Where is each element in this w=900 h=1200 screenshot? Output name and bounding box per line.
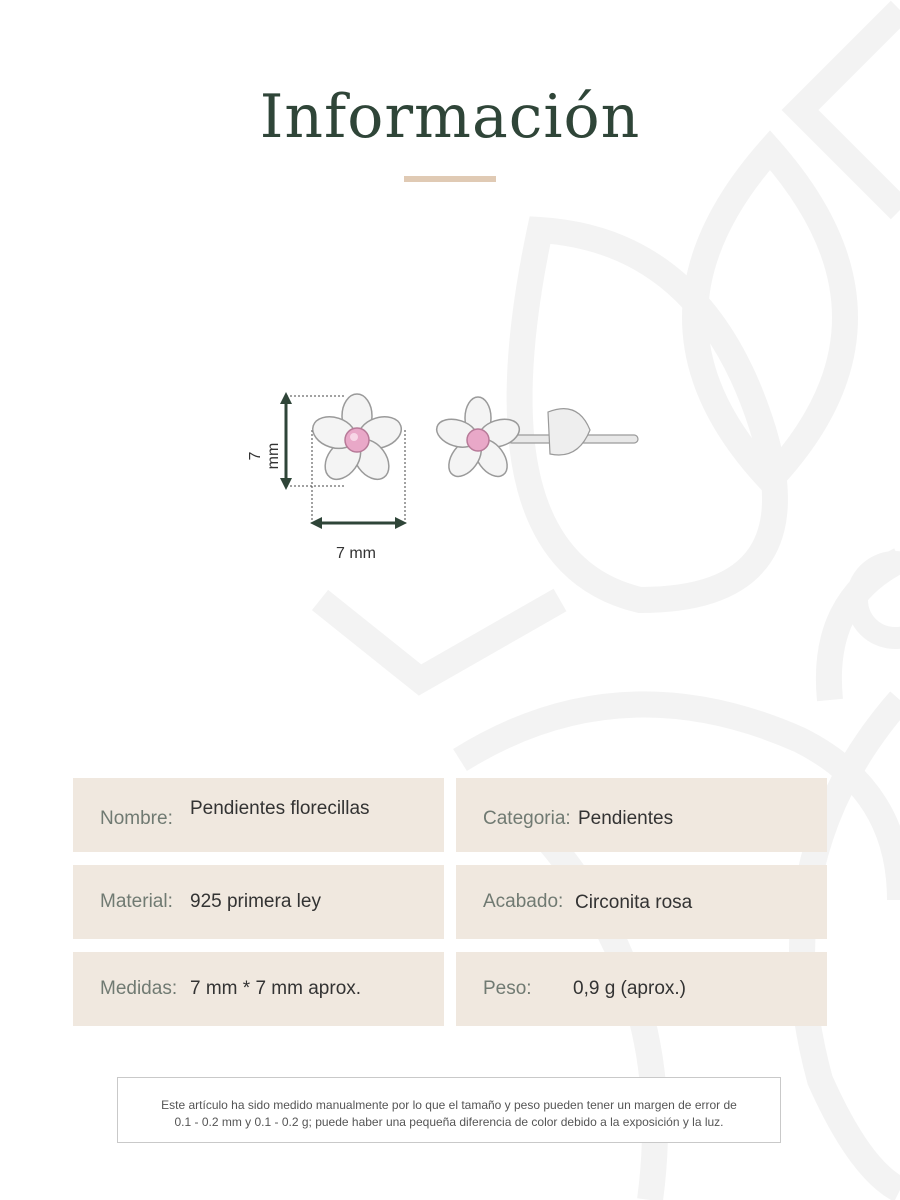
- info-key: Nombre:: [100, 808, 173, 829]
- flower-earring-front: [311, 393, 403, 481]
- info-cell-categoria: Categoria: Pendientes: [456, 778, 827, 852]
- measurement-disclaimer: Este artículo ha sido medido manualmente…: [117, 1077, 781, 1143]
- info-value: 925 primera ley: [190, 891, 321, 912]
- info-key: Peso:: [483, 978, 532, 999]
- info-value: 0,9 g (aprox.): [573, 978, 686, 999]
- flower-earring-side: [435, 396, 639, 478]
- info-cell-material: Material: 925 primera ley: [73, 865, 444, 939]
- info-key: Categoria:: [483, 808, 571, 829]
- disclaimer-line-2: 0.1 - 0.2 mm y 0.1 - 0.2 g; puede haber …: [174, 1115, 724, 1129]
- info-value: 7 mm * 7 mm aprox.: [190, 978, 362, 999]
- info-cell-medidas: Medidas: 7 mm * 7 mm aprox.: [73, 952, 444, 1026]
- page-title: Información: [259, 82, 641, 152]
- width-dimension-label: 7 mm: [336, 545, 376, 562]
- title-underline: [404, 176, 496, 182]
- info-cell-acabado: Acabado: Circonita rosa: [456, 865, 827, 939]
- info-value: Pendientes florecillas: [190, 798, 370, 819]
- info-cell-peso: Peso: 0,9 g (aprox.): [456, 952, 827, 1026]
- info-key: Medidas:: [100, 978, 178, 999]
- info-key: Acabado:: [483, 891, 564, 912]
- earring-product-image: [280, 392, 639, 529]
- info-value: Circonita rosa: [575, 892, 693, 913]
- info-cell-nombre: Nombre: Pendientes florecillas: [73, 778, 444, 852]
- info-value: Pendientes: [578, 808, 674, 829]
- dimension-guides: [280, 392, 407, 529]
- info-key: Material:: [100, 891, 173, 912]
- disclaimer-line-1: Este artículo ha sido medido manualmente…: [161, 1098, 737, 1112]
